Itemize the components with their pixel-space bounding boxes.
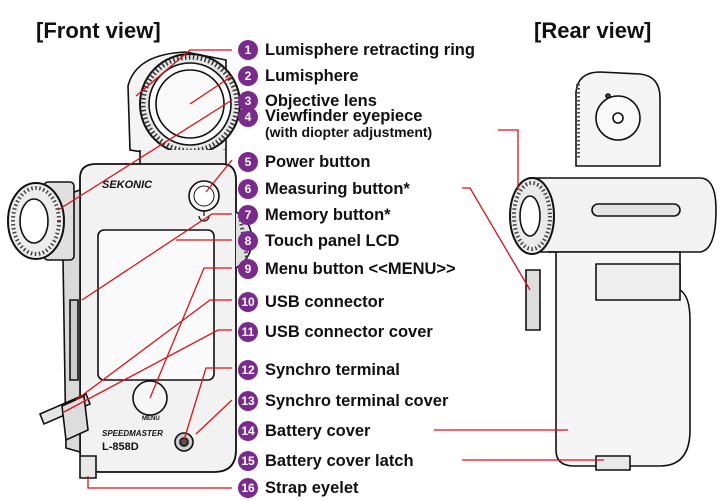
front-view-title: [Front view] (36, 18, 161, 43)
rear-battery-latch (595, 455, 631, 471)
leader-lines (57, 49, 604, 489)
device-model-line2: L-858D (102, 441, 139, 453)
badge-1: 1 (238, 40, 258, 60)
label-lumisphere-retracting-ring: 1 Lumisphere retracting ring (238, 38, 475, 62)
label-objective-lens: 3 Objective lens (238, 89, 377, 113)
label-text: Synchro terminal (265, 360, 400, 379)
label-text: USB connector cover (265, 322, 433, 341)
label-battery-cover-latch: 15 Battery cover latch (238, 449, 414, 473)
badge-11: 11 (238, 322, 258, 342)
label-power-button: 5 Power button (238, 150, 370, 174)
label-usb-connector-cover: 11 USB connector cover (238, 320, 433, 344)
badge-6: 6 (238, 179, 258, 199)
badge-8: 8 (238, 231, 258, 251)
label-synchro-terminal: 12 Synchro terminal (238, 358, 400, 382)
label-usb-connector: 10 USB connector (238, 290, 384, 314)
badge-7: 7 (238, 205, 258, 225)
label-text: Touch panel LCD (265, 231, 400, 250)
leader-11 (63, 329, 232, 413)
label-text: Objective lens (265, 91, 377, 110)
badge-9: 9 (238, 259, 258, 279)
device-brand: SEKONIC (102, 179, 153, 191)
leader-10 (75, 299, 232, 401)
rear-device (509, 71, 717, 471)
label-text: Battery cover (265, 421, 371, 440)
leader-13 (195, 399, 233, 435)
label-text: Lumisphere (265, 66, 359, 85)
leader-12 (183, 367, 232, 441)
rear-view-title: [Rear view] (534, 18, 652, 43)
label-memory-button: 7 Memory button* (238, 203, 391, 227)
front-touch-lcd (97, 229, 215, 381)
badge-2: 2 (238, 66, 258, 86)
label-viewfinder-eyepiece: 4 Viewfinder eyepiece (with diopter adju… (238, 107, 432, 147)
label-text: Power button (265, 152, 371, 171)
leader-2 (189, 75, 233, 105)
leader-7 (81, 213, 232, 301)
label-text: Lumisphere retracting ring (265, 40, 475, 59)
leader-4 (498, 129, 519, 190)
label-lumisphere: 2 Lumisphere (238, 64, 359, 88)
device-menu-text: MENU (142, 416, 160, 422)
badge-15: 15 (238, 451, 258, 471)
label-text: Viewfinder eyepiece (265, 107, 423, 125)
label-touch-panel-lcd: 8 Touch panel LCD (238, 229, 399, 253)
badge-13: 13 (238, 391, 258, 411)
label-strap-eyelet: 16 Strap eyelet (238, 476, 359, 500)
device-model-line1: SPEEDMASTER (102, 429, 163, 438)
label-battery-cover: 14 Battery cover (238, 419, 370, 443)
leader-16 (87, 476, 232, 489)
badge-12: 12 (238, 360, 258, 380)
label-subtext: (with diopter adjustment) (265, 124, 433, 140)
front-device (7, 51, 253, 479)
leader-5 (205, 159, 233, 193)
badge-3: 3 (238, 91, 258, 111)
label-text: USB connector (265, 292, 385, 311)
label-text: Measuring button* (265, 179, 410, 198)
badge-5: 5 (238, 152, 258, 172)
badge-10: 10 (238, 292, 258, 312)
leader-9 (149, 267, 232, 399)
label-text: Strap eyelet (265, 478, 359, 497)
badge-16: 16 (238, 478, 258, 498)
leader-3 (57, 99, 233, 211)
label-synchro-terminal-cover: 13 Synchro terminal cover (238, 389, 448, 413)
leader-1 (135, 49, 232, 97)
leader-6 (462, 187, 531, 291)
label-text: Battery cover latch (265, 451, 414, 470)
badge-14: 14 (238, 421, 258, 441)
label-text: Menu button <<MENU>> (265, 259, 456, 278)
label-text: Synchro terminal cover (265, 391, 449, 410)
label-menu-button: 9 Menu button <<MENU>> (238, 257, 456, 281)
label-measuring-button: 6 Measuring button* (238, 177, 410, 201)
badge-4: 4 (238, 107, 258, 127)
label-text: Memory button* (265, 205, 391, 224)
